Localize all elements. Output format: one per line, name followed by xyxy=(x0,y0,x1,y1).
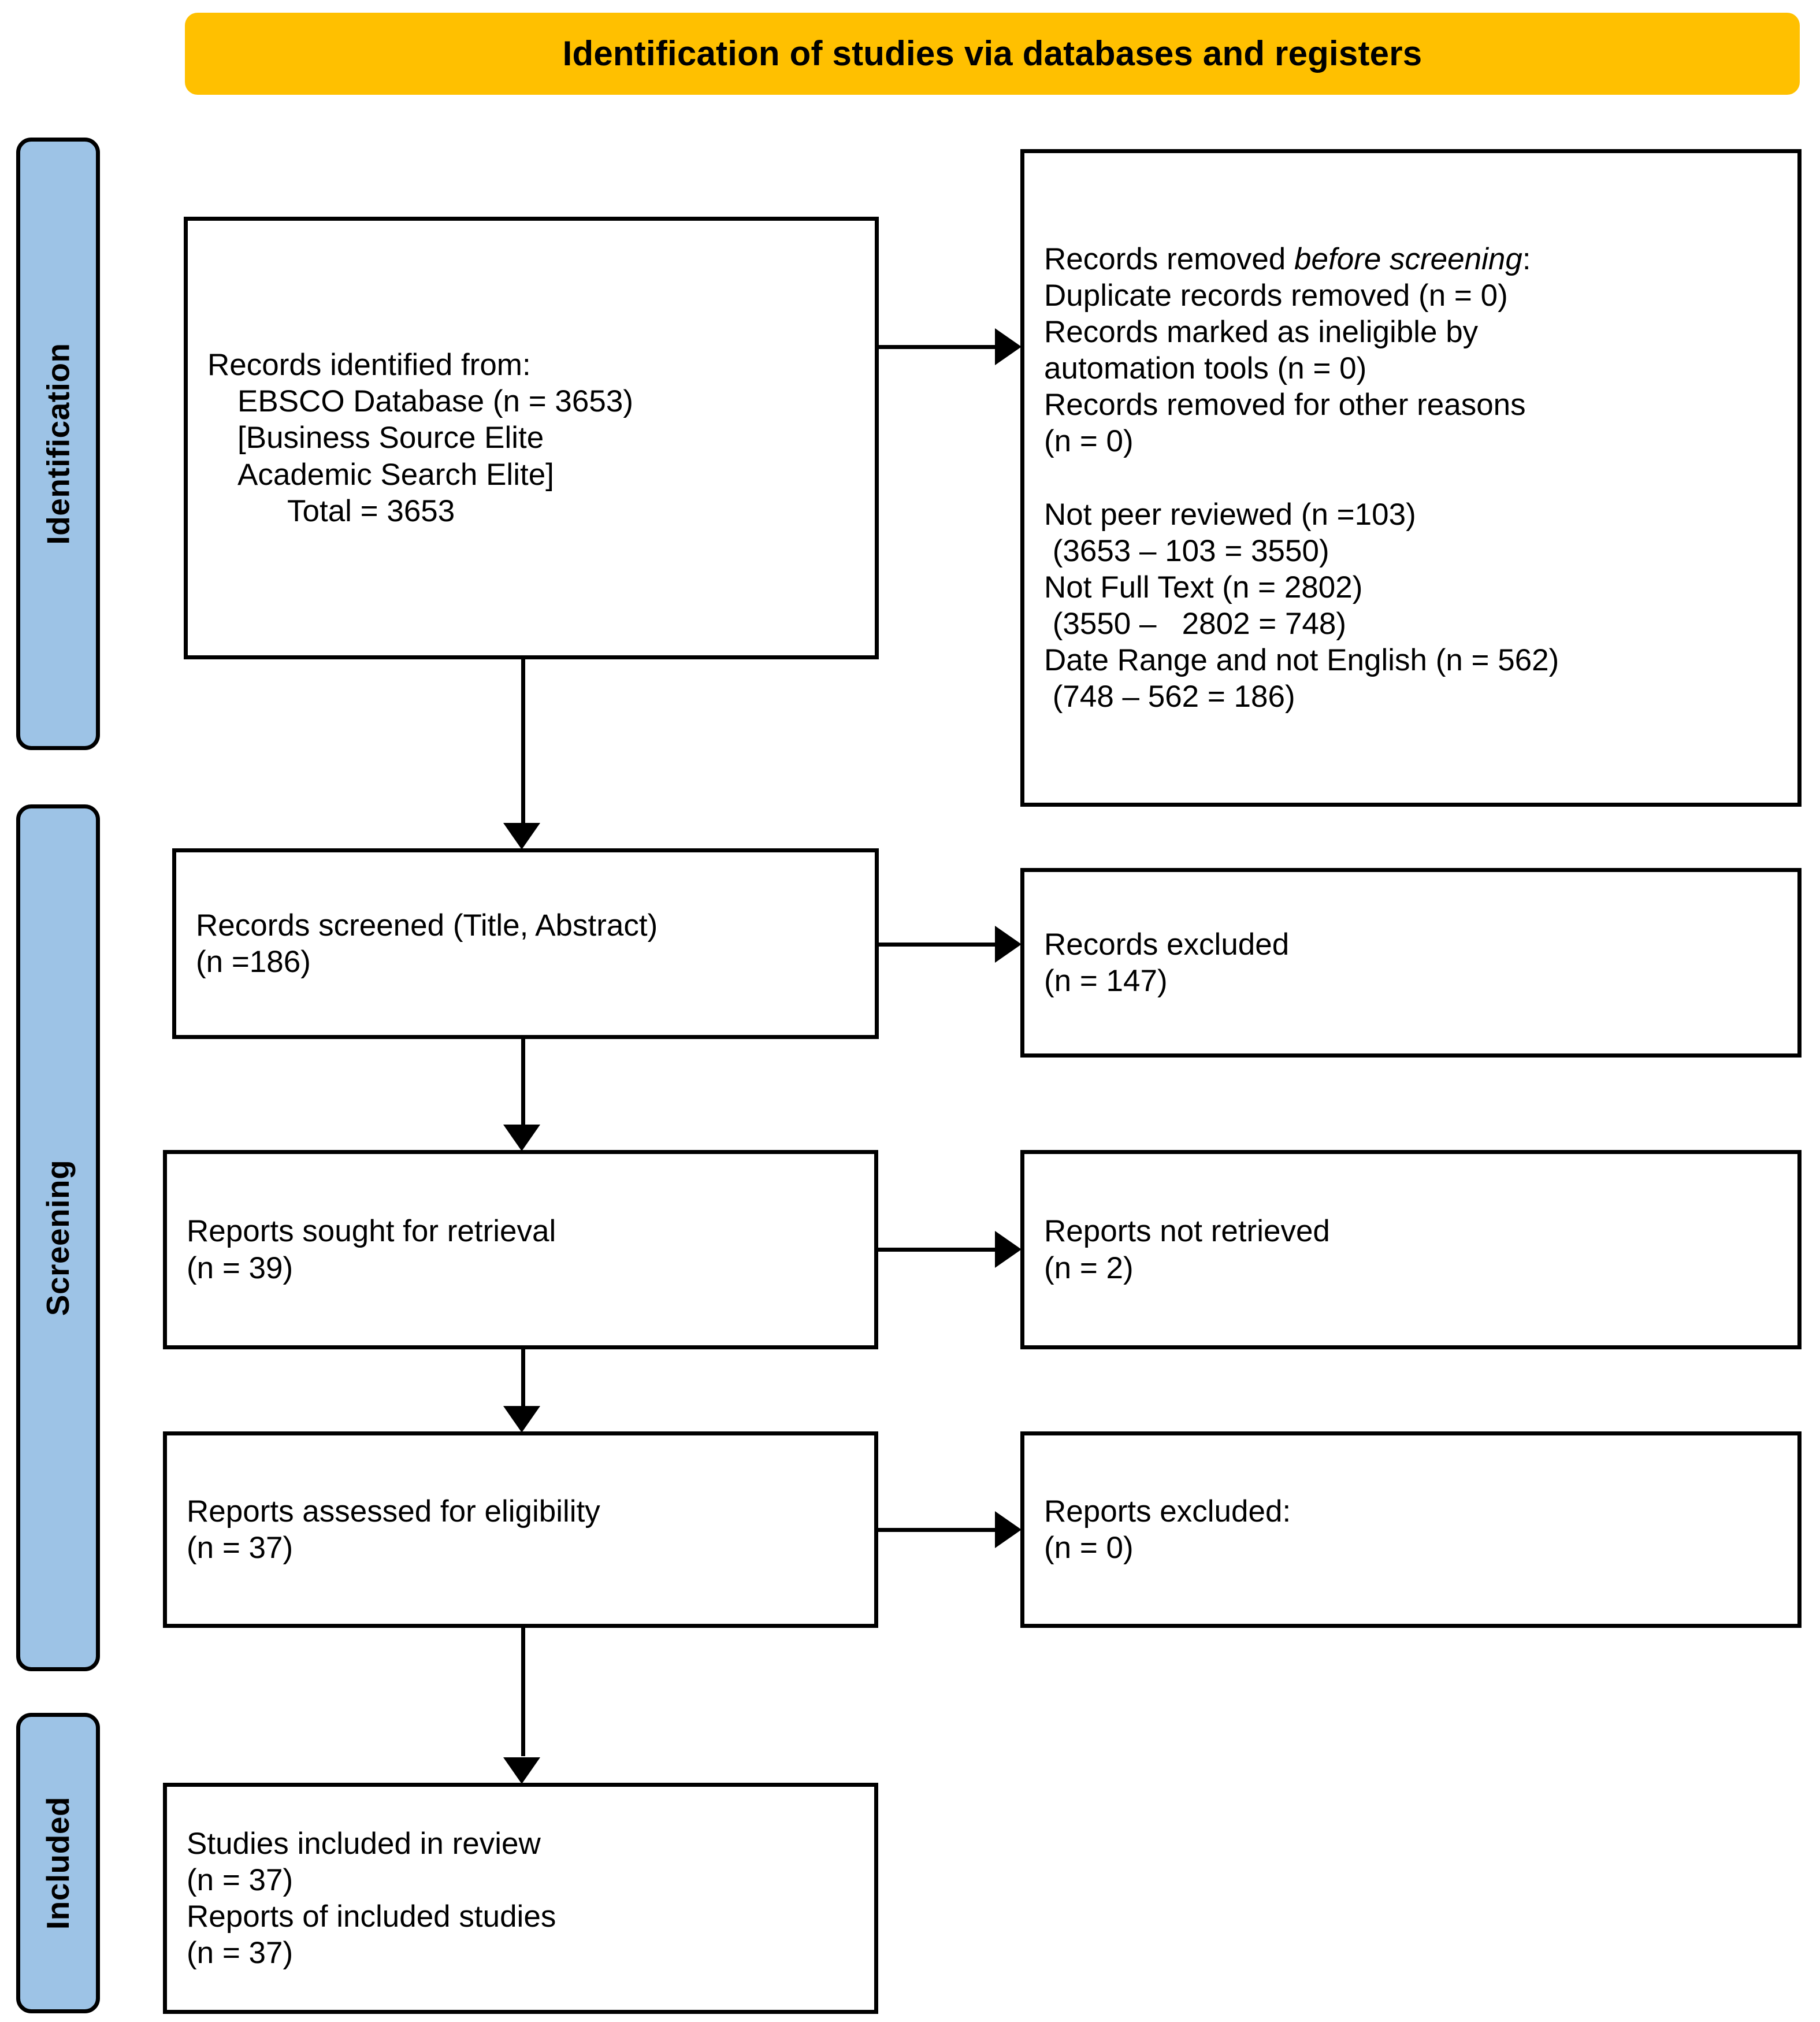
records-removed-line-5: (n = 0) xyxy=(1044,424,1134,459)
reports-sought-line-1: Reports sought for retrieval xyxy=(187,1214,556,1249)
records-removed-spacer xyxy=(1044,459,1778,496)
connector-sought-to-assessed-line xyxy=(521,1349,525,1407)
records-excluded-line-2: (n = 147) xyxy=(1044,964,1168,998)
reports-not-retrieved-line-1: Reports not retrieved xyxy=(1044,1214,1330,1249)
records-removed-heading: Records removed before screening: xyxy=(1044,241,1778,277)
studies-included-line-1: Studies included in review xyxy=(187,1826,541,1861)
arrow-down-icon-identified-to-screened xyxy=(503,823,540,849)
reports-sought-line-2: (n = 39) xyxy=(187,1251,294,1285)
connector-assessed-to-reports-excluded-line xyxy=(878,1528,1003,1532)
box-reports-assessed-for-eligibility: Reports assessed for eligibility (n = 37… xyxy=(163,1431,878,1628)
records-removed-line-8: Not Full Text (n = 2802) xyxy=(1044,570,1363,604)
stage-rail-identification-label: Identification xyxy=(40,343,76,545)
records-removed-line-4: Records removed for other reasons xyxy=(1044,388,1526,422)
stage-rail-included: Included xyxy=(16,1713,100,2013)
box-reports-excluded: Reports excluded: (n = 0) xyxy=(1020,1431,1802,1628)
records-removed-line-11: (748 – 562 = 186) xyxy=(1044,679,1295,714)
stage-rail-identification: Identification xyxy=(16,138,100,750)
records-screened-line-2: (n =186) xyxy=(196,945,311,979)
stage-rail-included-label: Included xyxy=(40,1796,76,1930)
reports-not-retrieved-line-2: (n = 2) xyxy=(1044,1251,1134,1285)
records-identified-line-3: [Business Source Elite xyxy=(237,421,544,455)
reports-excluded-line-1: Reports excluded: xyxy=(1044,1494,1291,1528)
connector-assessed-to-included-line xyxy=(521,1628,525,1756)
diagram-title-banner: Identification of studies via databases … xyxy=(185,13,1800,95)
records-removed-line-1: Duplicate records removed (n = 0) xyxy=(1044,279,1508,313)
records-removed-line-3: automation tools (n = 0) xyxy=(1044,351,1367,386)
studies-included-line-2: (n = 37) xyxy=(187,1863,294,1897)
records-screened-line-1: Records screened (Title, Abstract) xyxy=(196,908,658,943)
diagram-title-text: Identification of studies via databases … xyxy=(562,34,1422,73)
records-removed-line-9: (3550 – 2802 = 748) xyxy=(1044,606,1347,641)
connector-sought-to-not-retrieved-line xyxy=(878,1248,1003,1252)
records-removed-heading-suffix: : xyxy=(1522,242,1531,277)
stage-rail-screening: Screening xyxy=(16,804,100,1671)
stage-rail-screening-label: Screening xyxy=(40,1159,76,1316)
records-removed-line-6: Not peer reviewed (n =103) xyxy=(1044,497,1416,532)
connector-screened-to-records-excluded-line xyxy=(879,943,1003,947)
studies-included-line-4: (n = 37) xyxy=(187,1936,294,1971)
records-identified-line-5: Total = 3653 xyxy=(287,494,455,528)
connector-identified-to-screened-line xyxy=(521,659,525,827)
reports-excluded-line-2: (n = 0) xyxy=(1044,1531,1134,1565)
studies-included-line-3: Reports of included studies xyxy=(187,1899,556,1934)
reports-assessed-line-1: Reports assessed for eligibility xyxy=(187,1494,600,1528)
arrow-right-icon-screened-to-records-excluded xyxy=(995,926,1022,963)
box-reports-not-retrieved: Reports not retrieved (n = 2) xyxy=(1020,1150,1802,1349)
box-reports-sought-for-retrieval: Reports sought for retrieval (n = 39) xyxy=(163,1150,878,1349)
records-identified-line-4: Academic Search Elite] xyxy=(237,457,554,492)
connector-identified-to-removed-line xyxy=(879,345,1003,349)
records-removed-line-7: (3653 – 103 = 3550) xyxy=(1044,533,1329,568)
arrow-down-icon-assessed-to-included xyxy=(503,1757,540,1784)
arrow-down-icon-sought-to-assessed xyxy=(503,1406,540,1433)
records-excluded-line-1: Records excluded xyxy=(1044,927,1290,962)
box-records-removed-before-screening: Records removed before screening: Duplic… xyxy=(1020,149,1802,807)
arrow-right-icon-sought-to-not-retrieved xyxy=(995,1231,1022,1268)
records-removed-heading-prefix: Records removed xyxy=(1044,242,1295,277)
records-identified-line-1: Records identified from: xyxy=(207,348,531,383)
arrow-down-icon-screened-to-sought xyxy=(503,1125,540,1151)
box-studies-included: Studies included in review (n = 37) Repo… xyxy=(163,1783,878,2014)
arrow-right-icon-assessed-to-reports-excluded xyxy=(995,1511,1022,1548)
box-records-screened: Records screened (Title, Abstract) (n =1… xyxy=(172,848,879,1039)
records-removed-line-2: Records marked as ineligible by xyxy=(1044,315,1479,350)
connector-screened-to-sought-line xyxy=(521,1039,525,1129)
arrow-right-icon-identified-to-removed xyxy=(995,328,1022,365)
records-removed-line-10: Date Range and not English (n = 562) xyxy=(1044,643,1559,677)
records-identified-line-2: EBSCO Database (n = 3653) xyxy=(237,384,633,419)
box-records-identified: Records identified from: EBSCO Database … xyxy=(184,217,879,659)
records-removed-heading-italic: before screening xyxy=(1294,242,1522,277)
box-records-excluded: Records excluded (n = 147) xyxy=(1020,868,1802,1058)
reports-assessed-line-2: (n = 37) xyxy=(187,1531,294,1565)
